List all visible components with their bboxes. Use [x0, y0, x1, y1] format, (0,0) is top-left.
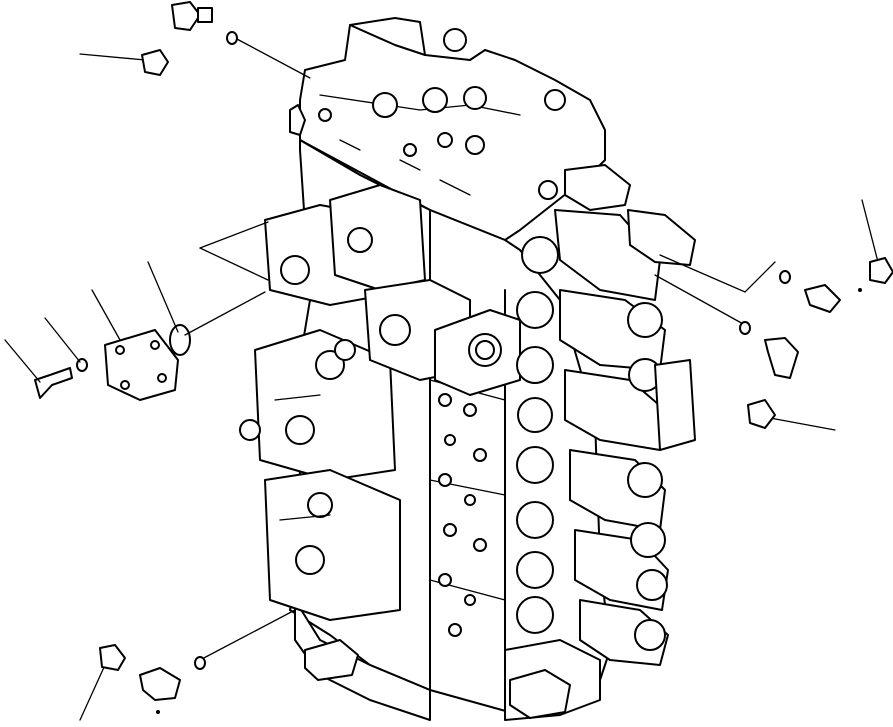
- nut-bottom: [99, 644, 126, 671]
- body-face-holes: [438, 393, 487, 637]
- bolt: [34, 367, 73, 399]
- o-ring-bottom: [194, 656, 206, 670]
- valve-body: [239, 17, 696, 721]
- o-ring-right-middle: [739, 321, 751, 335]
- port-block: [434, 309, 521, 396]
- o-ring-top: [226, 31, 238, 45]
- elbow-fitting-bottom: [99, 644, 206, 714]
- left-valve-sections: [239, 329, 401, 621]
- elbow-fitting-right-middle: [739, 321, 799, 429]
- o-ring-right-upper: [779, 270, 791, 284]
- plug-right: [747, 399, 776, 429]
- leader-lines: [4, 37, 879, 721]
- lower-left-connector: [304, 639, 359, 681]
- elbow-fitting-right-upper: [779, 257, 893, 313]
- pilot-connector: [627, 209, 696, 266]
- lower-right-connector: [509, 669, 571, 719]
- cover-plate-assembly: [34, 324, 191, 401]
- upper-connector: [564, 164, 631, 211]
- o-ring-cover: [169, 324, 191, 356]
- plug-top-left: [141, 49, 169, 76]
- cover-plate: [104, 329, 179, 401]
- plug-top-right: [869, 257, 893, 284]
- upper-cover-block: [289, 17, 606, 291]
- elbow-fitting-top: [171, 1, 238, 45]
